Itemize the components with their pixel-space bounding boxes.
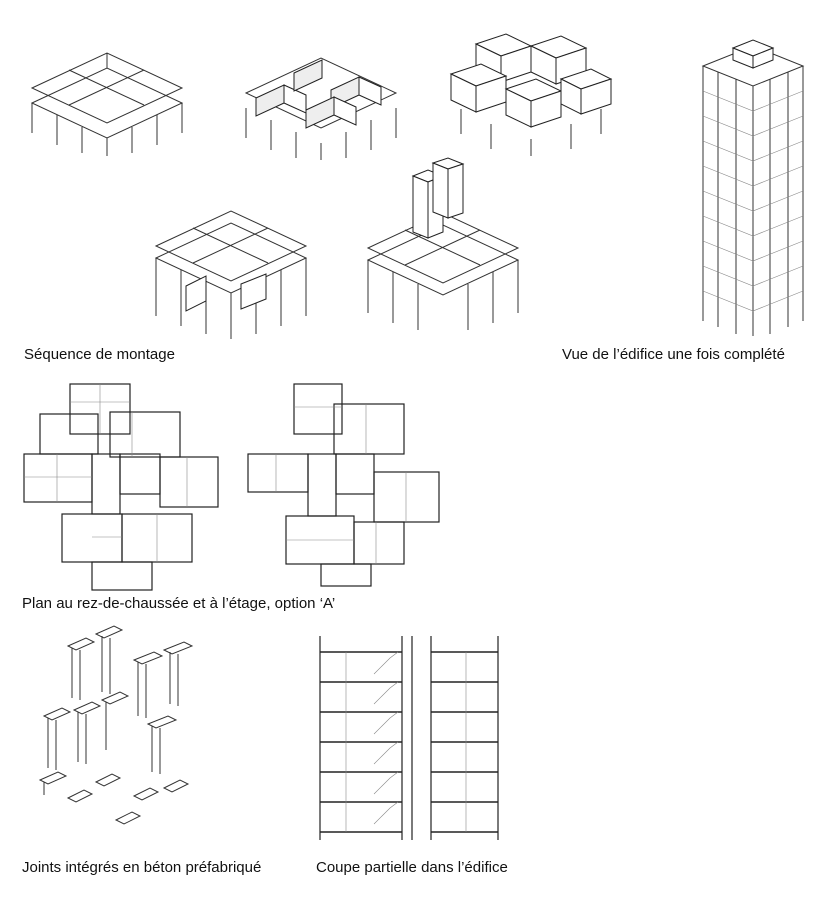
assembly-step-5-cores: [366, 157, 520, 330]
caption-joints: Joints intégrés en béton préfabriqué: [22, 859, 262, 876]
assembly-step-1-frame: [30, 52, 184, 156]
assembly-step-3-full-level: [449, 33, 613, 156]
completed-tower-view: [701, 39, 805, 336]
assembly-step-2-modules: [244, 57, 398, 160]
upper-floor-plan: [247, 383, 440, 587]
caption-section: Coupe partielle dans l’édifice: [316, 859, 508, 876]
precast-joints-drawing: [38, 625, 194, 825]
ground-floor-plan: [23, 383, 219, 591]
assembly-step-4-frame-level-2: [154, 210, 308, 339]
caption-plan: Plan au rez-de-chaussée et à l’étage, op…: [22, 595, 336, 612]
partial-section-drawing: [319, 636, 499, 840]
caption-completed-view: Vue de l’édifice une fois complété: [562, 346, 785, 363]
caption-assembly-sequence: Séquence de montage: [24, 346, 175, 363]
